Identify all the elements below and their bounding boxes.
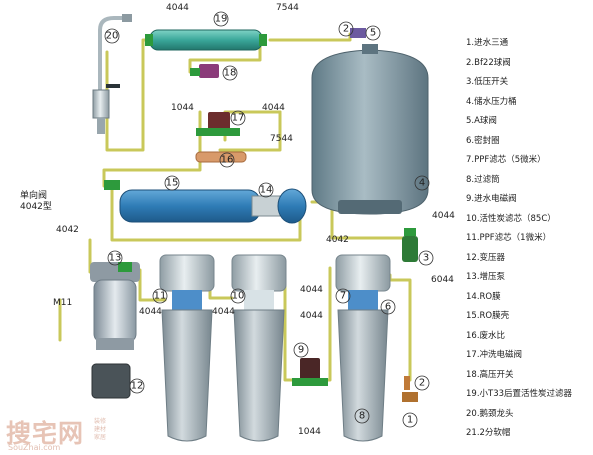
part-12: 12: [131, 381, 144, 392]
part-16: 16: [221, 155, 234, 166]
transformer: [91, 363, 131, 399]
fitting-7544-mid: 7544: [270, 134, 293, 144]
ro-membrane-housing: [104, 180, 307, 224]
watermark-tagline: 装修建材家居: [94, 418, 107, 441]
part-7: 7: [340, 291, 346, 302]
watermark: 搜宅网 SouZhai.com 装修建材家居: [2, 414, 137, 454]
part-5: 5: [370, 28, 376, 39]
flush-solenoid: [196, 112, 240, 136]
legend-item: 6.密封圈: [466, 135, 500, 146]
fitting-4044-b1: 4044: [139, 307, 162, 317]
filter-housing-2: [231, 254, 287, 442]
legend-item: 7.PPF滤芯（5微米）: [466, 155, 546, 165]
legend-item: 15.RO膜壳: [466, 311, 510, 321]
legend-item: 9.进水电磁阀: [466, 194, 517, 204]
part-1: 1: [407, 415, 413, 426]
part-11: 11: [154, 291, 167, 302]
part-numbers: 20 19 18 17 16 15 14 13 11 10 7 6 8 9 12…: [106, 14, 430, 426]
fitting-6044: 6044: [431, 275, 454, 285]
fitting-m11: M11: [53, 298, 72, 308]
part-2-bottom: 2: [419, 378, 425, 389]
gooseneck-faucet: [92, 14, 132, 134]
part-6: 6: [385, 302, 391, 313]
part-callouts: [104, 11, 434, 428]
inlet-tee: [402, 376, 418, 402]
booster-pump: [90, 262, 140, 350]
fitting-4044-b2: 4044: [212, 307, 235, 317]
legend-item: 12.变压器: [466, 252, 506, 263]
fitting-4044-right: 4044: [432, 211, 455, 221]
check-valve-code: 4042型: [20, 201, 52, 212]
legend-item: 3.低压开关: [466, 77, 509, 87]
fitting-4044-b3: 4044: [300, 285, 323, 295]
pressure-tank: [311, 44, 429, 215]
inlet-solenoid: [292, 358, 328, 386]
legend-item: 20.鹅颈龙头: [466, 408, 514, 419]
parts-legend: 1.进水三通 2.Bf22球阀 3.低压开关 4.储水压力桶 5.A球阀 6.密封圈 7.P…: [466, 34, 592, 444]
part-9: 9: [298, 345, 304, 356]
fitting-4044-mid: 4044: [262, 103, 285, 113]
legend-item: 2.Bf22球阀: [466, 57, 511, 68]
part-10: 10: [232, 291, 245, 302]
legend-item: 18.高压开关: [466, 369, 514, 380]
low-pressure-switch: [402, 228, 418, 262]
part-19: 19: [215, 14, 228, 25]
legend-item: 21.2分软帽: [466, 428, 511, 438]
post-carbon-filter: [145, 29, 267, 51]
fitting-1044-mid: 1044: [171, 103, 194, 113]
part-18: 18: [224, 68, 237, 79]
fitting-4044-top: 4044: [166, 3, 189, 13]
watermark-brand: 搜宅网: [6, 419, 85, 448]
fitting-4042-right: 4042: [326, 235, 349, 245]
legend-item: 8.过滤筒: [466, 174, 500, 185]
filter-housing-3: [335, 254, 391, 442]
legend-item: 13.增压泵: [466, 272, 506, 282]
high-pressure-switch: [190, 64, 219, 78]
legend-item: 19.小T33后置活性炭过滤器: [466, 389, 573, 399]
part-14: 14: [260, 185, 273, 196]
part-13: 13: [109, 253, 122, 264]
fitting-4042-left: 4042: [56, 225, 79, 235]
part-20: 20: [106, 31, 119, 42]
legend-item: 11.PPF滤芯（1微米）: [466, 233, 552, 243]
legend-item: 17.冲洗电磁阀: [466, 350, 523, 360]
legend-item: 10.活性炭滤芯（85C）: [466, 213, 556, 224]
part-2-top: 2: [343, 24, 349, 35]
part-17: 17: [232, 113, 245, 124]
watermark-site: SouZhai.com: [8, 443, 61, 452]
part-4: 4: [419, 178, 425, 189]
check-valve-label: 单向阀: [20, 189, 47, 201]
fitting-4044-b4: 4044: [300, 311, 323, 321]
fitting-1044-bottom: 1044: [298, 427, 321, 437]
legend-item: 1.进水三通: [466, 38, 509, 48]
fitting-codes: 4044 7544 1044 4044 7544 单向阀 4042型 4042 …: [20, 3, 455, 437]
legend-item: 4.储水压力桶: [466, 96, 517, 107]
legend-item: 16.废水比: [466, 330, 506, 341]
part-3: 3: [423, 253, 429, 264]
part-8: 8: [359, 411, 365, 422]
part-15: 15: [166, 178, 179, 189]
ball-valve-a: [350, 28, 366, 38]
legend-item: 5.A球阀: [466, 116, 497, 126]
legend-item: 14.RO膜: [466, 291, 501, 302]
filter-housing-1: [159, 254, 215, 442]
fitting-7544-top: 7544: [276, 3, 299, 13]
